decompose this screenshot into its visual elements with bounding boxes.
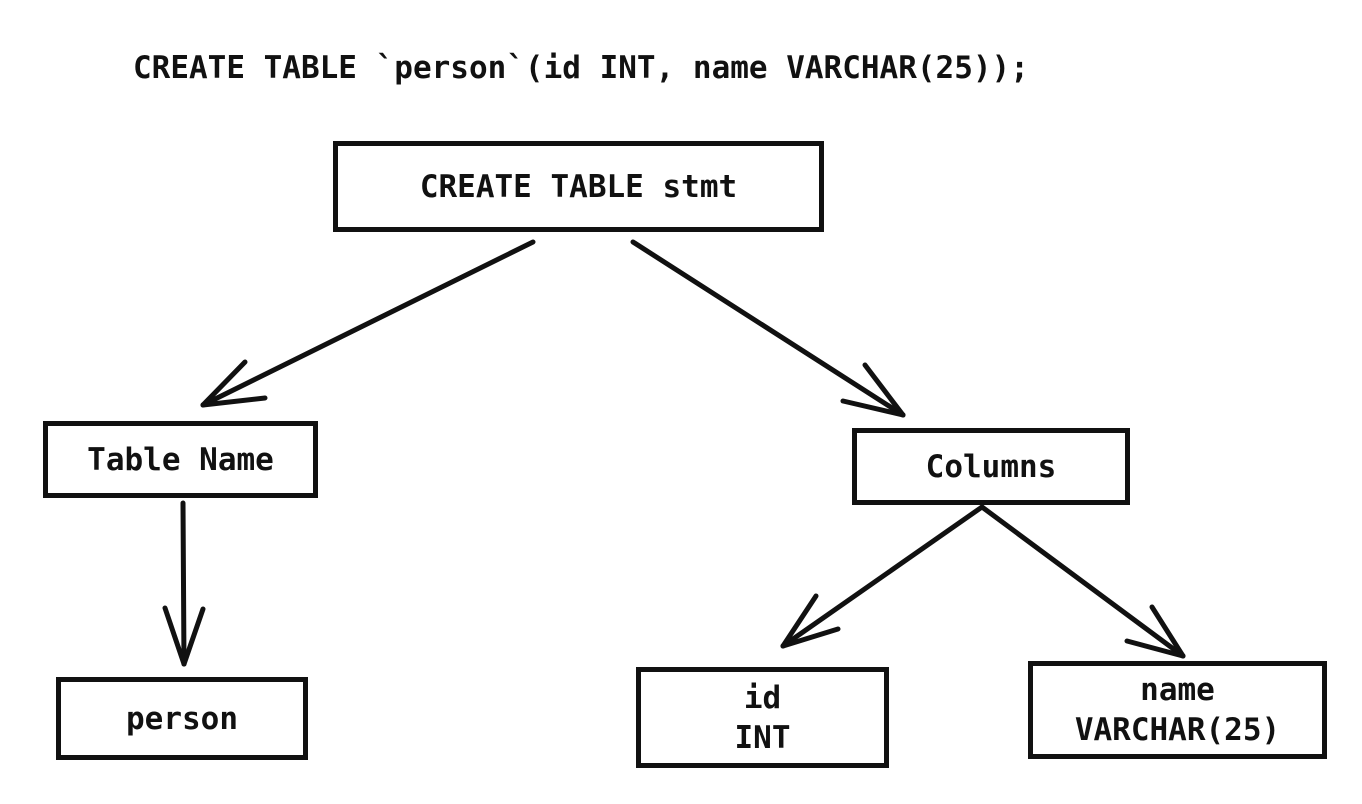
edge-columns-to-name-arrowhead bbox=[1149, 604, 1186, 659]
node-label: INT bbox=[734, 719, 791, 756]
edge-columns-to-id-int-arrowhead bbox=[780, 593, 819, 649]
edge-table-name-to-person-arrowhead bbox=[181, 606, 206, 667]
edge-columns-to-name-arrowhead bbox=[1124, 638, 1186, 659]
node-label: VARCHAR(25) bbox=[1074, 712, 1281, 748]
node-label: id bbox=[743, 679, 782, 716]
node-label: CREATE TABLE stmt bbox=[419, 168, 738, 205]
edge-table-name-to-person-arrowhead bbox=[162, 605, 187, 667]
edge-stmt-to-columns bbox=[630, 239, 906, 418]
edge-columns-to-id-int-arrowhead bbox=[780, 626, 841, 649]
edge-stmt-to-columns-arrowhead bbox=[862, 362, 906, 418]
edge-columns-to-name bbox=[979, 504, 1186, 659]
edge-stmt-to-table-name-arrowhead bbox=[200, 395, 268, 408]
edge-stmt-to-columns-arrowhead bbox=[840, 398, 906, 418]
edge-columns-to-id-int bbox=[780, 504, 985, 649]
tree-node-table-name: Table Name bbox=[43, 421, 318, 498]
edge-stmt-to-table-name-arrowhead bbox=[200, 359, 248, 408]
tree-node-person: person bbox=[56, 677, 308, 760]
node-label: name bbox=[1140, 672, 1215, 708]
tree-node-columns: Columns bbox=[852, 428, 1130, 505]
sql-code-text: CREATE TABLE `person`(id INT, name VARCH… bbox=[133, 50, 1029, 86]
node-label: Table Name bbox=[87, 441, 274, 478]
tree-node-create-table-stmt: CREATE TABLE stmt bbox=[333, 141, 824, 232]
edge-stmt-to-table-name bbox=[200, 239, 536, 408]
edge-table-name-to-person bbox=[180, 500, 187, 667]
node-label: person bbox=[126, 700, 238, 737]
node-label: Columns bbox=[925, 448, 1057, 485]
